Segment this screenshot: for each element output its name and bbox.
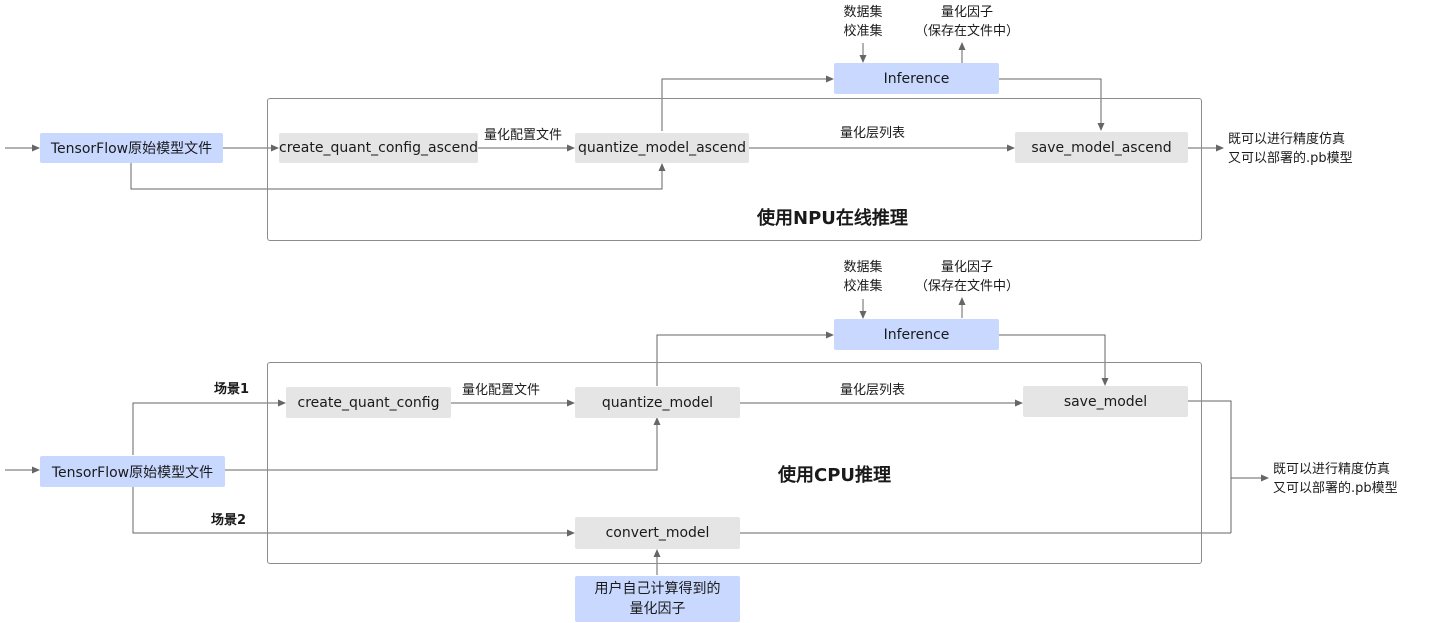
top-config-file-label: 量化配置文件 xyxy=(484,128,563,143)
bottom-factor-label: 量化因子 （保存在文件中） xyxy=(914,260,1019,294)
scene2-label: 场景2 xyxy=(211,513,247,528)
create-quant-config-ascend-box: create_quant_config_ascend xyxy=(279,133,478,163)
quantize-model-ascend-box: quantize_model_ascend xyxy=(575,133,749,163)
cpu-inference-region xyxy=(267,362,1202,564)
user-computed-factor-box: 用户自己计算得到的 量化因子 xyxy=(575,576,740,622)
quantize-model-box: quantize_model xyxy=(575,387,740,418)
npu-online-inference-region xyxy=(267,98,1202,241)
bottom-quantize-to-inference xyxy=(656,331,834,386)
bottom-scene1-path xyxy=(132,399,286,455)
bottom-inference-box: Inference xyxy=(834,319,999,350)
top-inference-box: Inference xyxy=(834,63,999,94)
npu-section-title: 使用NPU在线推理 xyxy=(757,208,908,229)
bottom-dataset-label: 数据集 校准集 xyxy=(843,260,883,294)
bottom-config-file-label: 量化配置文件 xyxy=(462,383,541,398)
bottom-inference-to-save xyxy=(999,334,1109,386)
scene1-label: 场景1 xyxy=(214,382,250,397)
top-layer-list-label: 量化层列表 xyxy=(840,126,906,141)
bottom-source-to-quantize xyxy=(225,417,661,471)
bottom-save-output-path xyxy=(1188,400,1232,533)
top-factor-label: 量化因子 （保存在文件中） xyxy=(914,5,1019,39)
top-inference-to-save xyxy=(999,78,1105,131)
cpu-section-title: 使用CPU推理 xyxy=(778,465,892,486)
create-quant-config-box: create_quant_config xyxy=(286,387,451,418)
bottom-scene2-path xyxy=(132,486,575,537)
save-model-box: save_model xyxy=(1023,386,1188,417)
save-model-ascend-box: save_model_ascend xyxy=(1015,132,1188,163)
top-dataset-label: 数据集 校准集 xyxy=(843,5,883,39)
top-source-to-quantize xyxy=(130,163,666,190)
top-output-label: 既可以进行精度仿真 又可以部署的.pb模型 xyxy=(1228,132,1353,166)
bottom-source-model-box: TensorFlow原始模型文件 xyxy=(40,456,225,487)
bottom-output-label: 既可以进行精度仿真 又可以部署的.pb模型 xyxy=(1273,462,1398,496)
convert-model-box: convert_model xyxy=(575,517,740,549)
top-quantize-to-inference xyxy=(661,75,834,131)
bottom-layer-list-label: 量化层列表 xyxy=(840,383,906,398)
top-source-model-box: TensorFlow原始模型文件 xyxy=(40,133,223,163)
